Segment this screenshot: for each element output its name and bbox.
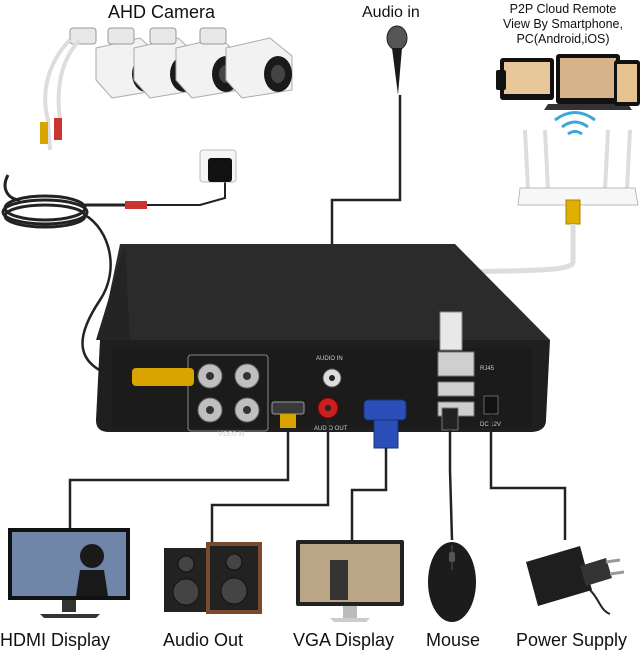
camera-group	[69, 27, 293, 99]
ethernet-plug-icon	[565, 199, 581, 225]
hdmi-display-label: HDMI Display	[0, 630, 111, 650]
usb-plug-icon	[441, 407, 459, 431]
video-in-panel-label: VIDEO IN	[218, 432, 244, 438]
audio-out-label: Audio Out	[163, 630, 244, 650]
bnc-port-icon	[234, 397, 260, 423]
vga-plug-icon	[373, 419, 399, 449]
vga-monitor-icon	[296, 540, 404, 622]
remote-devices-icon	[496, 54, 640, 110]
hdmi-cable	[68, 428, 290, 530]
dvr-unit	[96, 244, 550, 449]
p2p-label: P2P Cloud Remote View By Smartphone, PC(…	[486, 2, 640, 47]
audio-in-panel-label: AUDIO IN	[316, 356, 343, 362]
camera-pigtail-cable	[40, 38, 82, 151]
camera-label: AHD Camera	[108, 2, 216, 22]
speakers-icon	[164, 542, 262, 614]
coiled-cable-icon	[1, 174, 125, 229]
vga-port-icon	[363, 399, 407, 421]
vga-display-label: VGA Display	[293, 630, 395, 650]
camera-power-adapter-icon	[199, 149, 237, 183]
vga-cable	[350, 448, 388, 540]
power-connector-icon	[125, 201, 147, 209]
bnc-port-icon	[197, 397, 223, 423]
power-adapter-icon	[526, 546, 625, 615]
camera-power-cable	[147, 180, 226, 206]
hdmi-plug-icon	[280, 414, 296, 428]
rj45-plug-icon	[439, 311, 463, 351]
hdmi-port-icon	[271, 401, 305, 415]
power-supply-label: Power Supply	[516, 630, 628, 650]
dc-jack-icon	[483, 395, 499, 415]
power-cable	[489, 414, 567, 540]
mouse-label: Mouse	[426, 630, 481, 650]
camera-icon	[199, 27, 293, 99]
rj45-port-icon	[437, 351, 475, 377]
mouse-icon	[428, 542, 476, 622]
microphone-icon	[386, 25, 408, 95]
rj45-panel-label: RJ45	[480, 366, 495, 372]
p2p-label-line2: View By Smartphone,	[503, 17, 623, 31]
p2p-label-line1: P2P Cloud Remote	[509, 2, 617, 16]
mouse-cable	[448, 430, 454, 541]
video-in-panel	[187, 354, 269, 432]
audio-out-panel-label: AUDIO OUT	[314, 426, 348, 432]
usb-port-icon	[437, 381, 475, 397]
video-cable	[81, 213, 136, 380]
router-icon	[517, 111, 639, 206]
bnc-port-icon	[197, 363, 223, 389]
hdmi-monitor-icon	[8, 528, 130, 618]
audio-in-label: Audio in	[362, 4, 420, 21]
bnc-port-icon	[234, 363, 260, 389]
audio-out-cable	[210, 418, 330, 545]
p2p-label-line3: PC(Android,iOS)	[516, 32, 610, 46]
bnc-plug-icon	[132, 368, 194, 386]
